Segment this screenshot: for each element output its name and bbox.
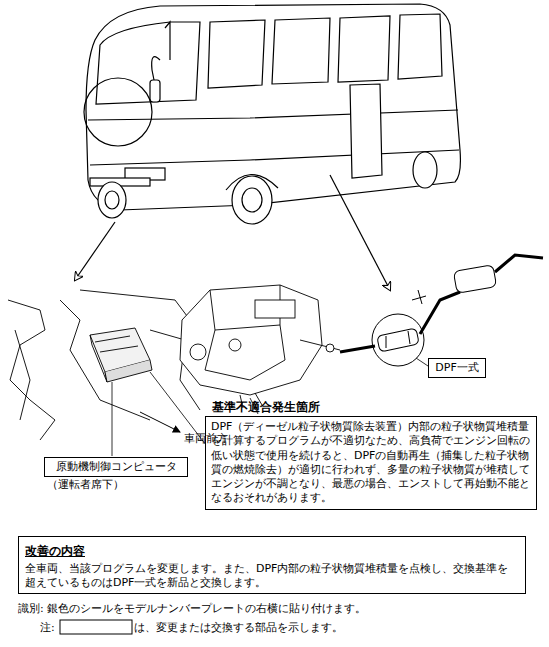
- remedy-box: 改善の内容全車両、当該プログラムを変更します。また、DPF内部の粒子状物質堆積量…: [18, 536, 526, 594]
- callout-box: 基準不適合発生箇所DPF（ディーゼル粒子状物質除去装置）内部の粒子状物質堆積量を…: [205, 416, 537, 510]
- exhaust-drawing: [340, 255, 543, 352]
- heading-text: DPF一式: [433, 361, 481, 375]
- body-text: 全車両、当該プログラムを変更します。また、DPF内部の粒子状物質堆積量を点検し、…: [25, 562, 519, 591]
- direction-arrow: [140, 412, 180, 432]
- leader-line: [112, 382, 113, 456]
- body-text: DPF（ディーゼル粒子状物質除去装置）内部の粒子状物質堆積量を計算するプログラム…: [211, 420, 531, 506]
- engine-drawing: [180, 285, 340, 408]
- part-box: DPF一式: [428, 358, 486, 378]
- note-text: は、変更または交換する部品を示します。: [134, 621, 343, 635]
- direction-label: 車両前方: [184, 432, 228, 446]
- pointer-arrow: [330, 175, 390, 290]
- note-text: 識別: 銀色のシールをモデルナンバープレートの右横に貼り付けます。: [18, 602, 366, 616]
- ecu-inset: [8, 290, 200, 440]
- part-box: 原動機制御コンピュータ（運転者席下）: [44, 457, 188, 477]
- pointer-arrow: [75, 222, 115, 280]
- bus-drawing: [84, 4, 460, 224]
- heading-text: 改善の内容: [25, 544, 85, 560]
- note-text: 注:: [40, 621, 55, 635]
- body-text: （運転者席下）: [47, 478, 124, 492]
- heading-text: 基準不適合発生箇所: [212, 400, 320, 416]
- heading-text: 原動機制御コンピュータ: [49, 460, 183, 474]
- leader-line: [416, 358, 428, 366]
- note-sample-box: [60, 620, 132, 634]
- dpf-assembly: [377, 328, 419, 352]
